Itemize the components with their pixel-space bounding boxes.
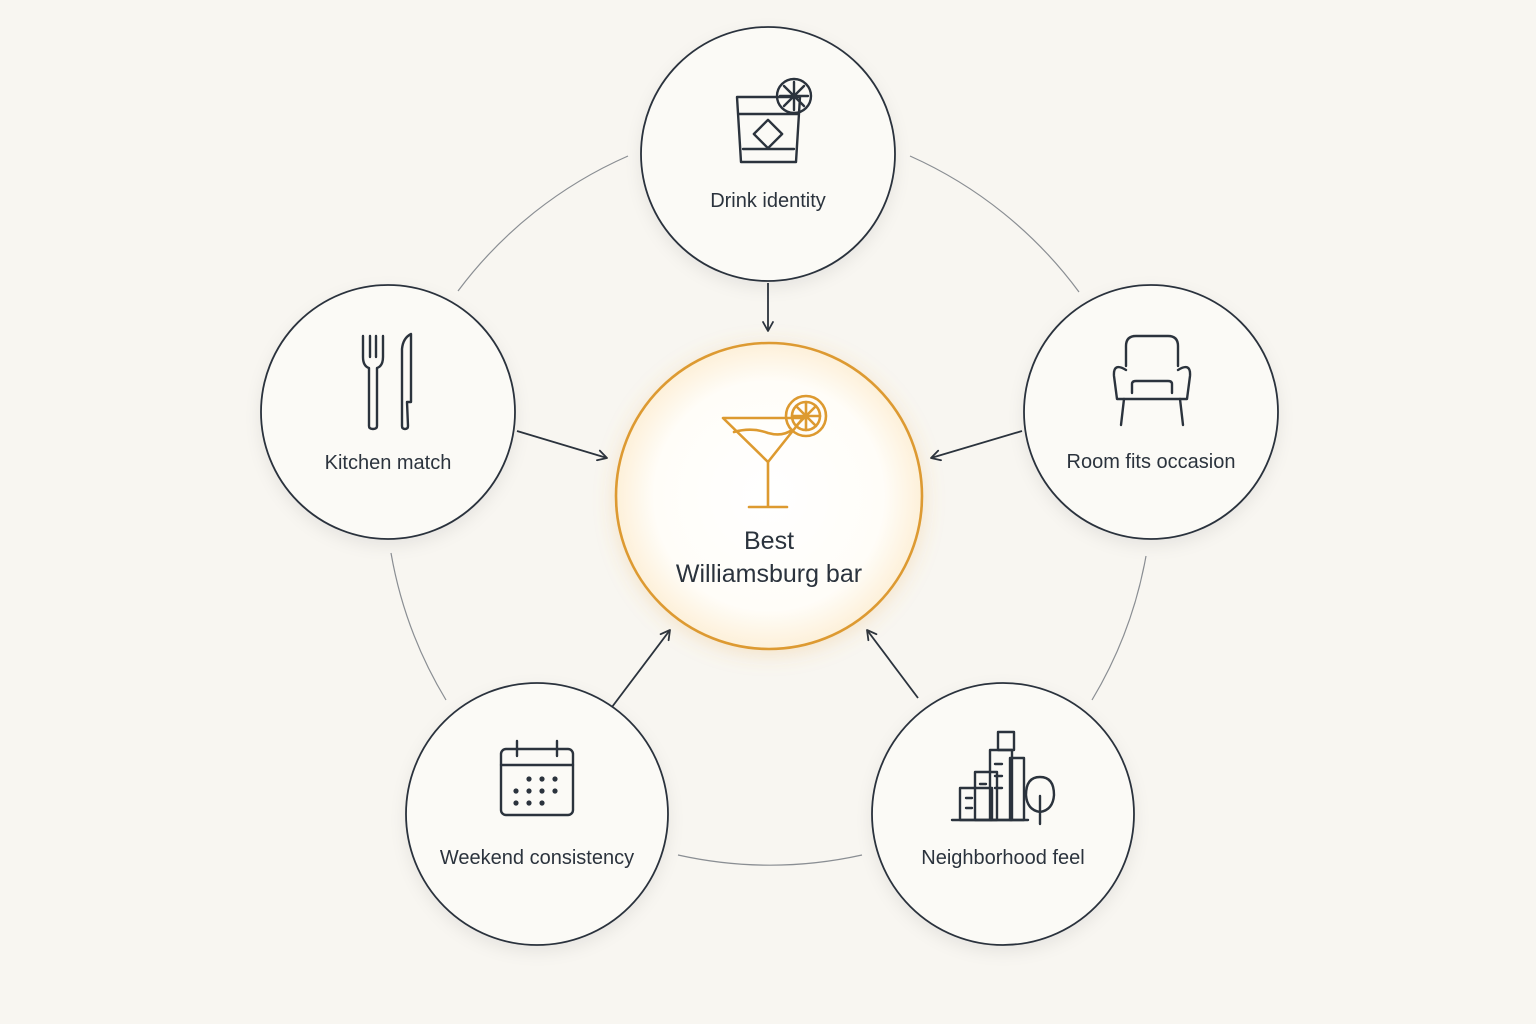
factor-node-kitchen-match: Kitchen match xyxy=(260,284,516,540)
factor-circle xyxy=(871,682,1135,946)
factor-node-weekend-consistency: Weekend consistency xyxy=(405,682,669,946)
arrow-neighborhood-feel xyxy=(866,629,919,699)
center-label-line2: Williamsburg bar xyxy=(676,560,862,588)
factor-label: Room fits occasion xyxy=(1067,451,1236,473)
factor-label: Neighborhood feel xyxy=(921,847,1084,869)
factor-label: Drink identity xyxy=(710,190,826,212)
factor-label: Kitchen match xyxy=(325,452,452,474)
factor-node-neighborhood-feel: Neighborhood feel xyxy=(871,682,1135,946)
armchair-icon xyxy=(1112,334,1192,427)
city-buildings-icon xyxy=(950,730,1056,826)
ring-arc-bottom xyxy=(677,854,863,866)
arrow-kitchen-match xyxy=(516,430,608,462)
ring-arc-top-right xyxy=(909,155,1080,293)
cocktail-glass-icon xyxy=(721,394,828,509)
center-node: Best Williamsburg bar xyxy=(614,341,924,651)
calendar-icon xyxy=(499,739,575,817)
ring-arc-right xyxy=(1091,555,1147,701)
factor-label: Weekend consistency xyxy=(440,847,634,869)
outer-ring xyxy=(390,155,1147,866)
arrow-weekend-consistency xyxy=(611,629,671,708)
whiskey-glass-icon xyxy=(735,77,813,164)
calendar-dots xyxy=(513,776,558,806)
factor-circle xyxy=(260,284,516,540)
fork-knife-icon xyxy=(361,332,413,431)
arrow-room-fits-occasion xyxy=(930,430,1023,462)
factor-circle xyxy=(640,26,896,282)
ring-arc-left xyxy=(390,552,447,701)
center-label-line1: Best xyxy=(744,527,794,555)
factor-node-drink-identity: Drink identity xyxy=(640,26,896,282)
connector-arrows xyxy=(516,283,1023,708)
factor-circle xyxy=(1023,284,1279,540)
factor-node-room-fits-occasion: Room fits occasion xyxy=(1023,284,1279,540)
ring-arc-top-left xyxy=(457,155,629,292)
